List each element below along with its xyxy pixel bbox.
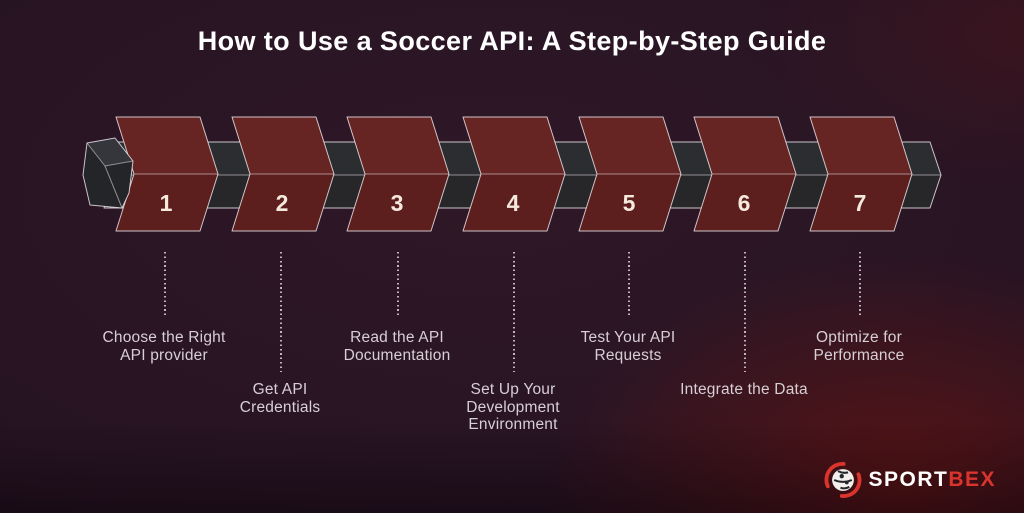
step-band-3: 3 (346, 116, 450, 232)
step-number: 1 (160, 190, 173, 216)
step-label-5: Test Your API Requests (580, 329, 676, 364)
step-band-6: 6 (693, 116, 797, 232)
step-label-6: Integrate the Data (680, 381, 808, 398)
step-label-4: Set Up Your Development Environment (466, 381, 560, 433)
brand-logo: SPORTBEX (824, 461, 996, 499)
step-number: 6 (738, 190, 751, 216)
bar-end-cube (82, 137, 134, 209)
step-number: 7 (854, 190, 867, 216)
step-band-7: 7 (809, 116, 913, 232)
step-label-3: Read the API Documentation (343, 329, 451, 364)
step-band-1: 1 (115, 116, 219, 232)
page-title: How to Use a Soccer API: A Step-by-Step … (197, 26, 827, 56)
step-number: 5 (623, 190, 636, 216)
step-number: 3 (391, 190, 404, 216)
leader-line-2 (280, 252, 282, 372)
brand-name-secondary: BEX (948, 468, 996, 491)
step-number: 4 (507, 190, 520, 216)
leader-line-1 (164, 252, 166, 316)
step-label-7: Optimize for Performance (813, 329, 905, 364)
leader-line-6 (744, 252, 746, 372)
step-number: 2 (276, 190, 289, 216)
leader-line-3 (397, 252, 399, 316)
step-band-2: 2 (231, 116, 335, 232)
soccer-ball-swoosh-icon (824, 462, 862, 498)
brand-name-primary: SPORT (868, 468, 949, 491)
step-label-1: Choose the Right API provider (102, 329, 226, 364)
step-band-5: 5 (578, 116, 682, 232)
leader-line-7 (859, 252, 861, 316)
leader-line-4 (513, 252, 515, 372)
leader-line-5 (628, 252, 630, 316)
step-label-2: Get API Credentials (239, 381, 321, 416)
step-band-4: 4 (462, 116, 566, 232)
